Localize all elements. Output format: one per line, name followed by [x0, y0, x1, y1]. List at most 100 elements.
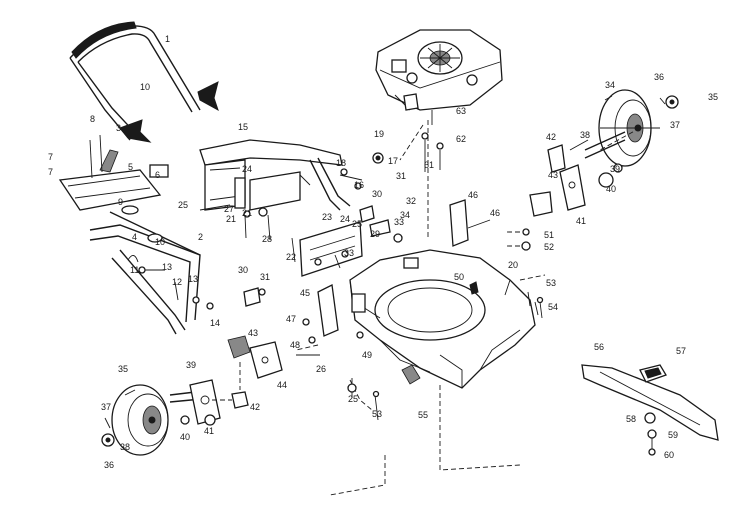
callout-35: 35 [118, 364, 128, 374]
callout-53: 53 [372, 409, 382, 419]
callout-23: 23 [322, 212, 332, 222]
callout-3: 3 [116, 123, 121, 133]
callout-8: 8 [90, 114, 95, 124]
callout-36: 36 [654, 72, 664, 82]
callout-16: 16 [354, 180, 364, 190]
nut-bolt-group [339, 152, 384, 190]
callout-54: 54 [548, 302, 558, 312]
callout-40: 40 [180, 432, 190, 442]
callout-32: 32 [406, 196, 416, 206]
engine-bolts [421, 132, 444, 172]
callout-53: 53 [546, 278, 556, 288]
right-bolts [449, 199, 531, 251]
callout-28: 28 [262, 234, 272, 244]
callout-37: 37 [101, 402, 111, 412]
bolt-53-top [536, 296, 544, 319]
callout-25: 25 [178, 200, 188, 210]
callout-27: 27 [224, 204, 234, 214]
callout-19: 19 [374, 129, 384, 139]
callout-52: 52 [544, 242, 554, 252]
callout-30: 30 [372, 189, 382, 199]
callout-10: 10 [155, 237, 165, 247]
callout-30: 30 [238, 265, 248, 275]
callout-45: 45 [300, 288, 310, 298]
adjuster-plate [291, 205, 403, 277]
deck-hardware [296, 284, 366, 356]
callout-61: 61 [424, 160, 434, 170]
callout-10: 10 [140, 82, 150, 92]
left-mid-hardware [243, 287, 266, 307]
wheel-lower-left [111, 384, 169, 456]
callout-21: 21 [226, 214, 236, 224]
callout-55: 55 [418, 410, 428, 420]
engine [375, 29, 503, 125]
callout-56: 56 [594, 342, 604, 352]
callout-18: 18 [336, 158, 346, 168]
wheel-lower-hardware [101, 379, 221, 447]
callout-60: 60 [664, 450, 674, 460]
callout-41: 41 [576, 216, 586, 226]
mower-deck [349, 249, 536, 389]
callout-49: 49 [362, 350, 372, 360]
handle-knob-3a [197, 81, 219, 112]
callout-37: 37 [670, 120, 680, 130]
callout-15: 15 [238, 122, 248, 132]
callout-46: 46 [468, 190, 478, 200]
wheel-upper-hardware [584, 95, 679, 188]
callout-7: 7 [48, 152, 53, 162]
callout-38: 38 [580, 130, 590, 140]
callout-59: 59 [668, 430, 678, 440]
cutting-blade [581, 364, 719, 456]
callout-42: 42 [250, 402, 260, 412]
callout-29: 29 [370, 229, 380, 239]
callout-2: 2 [198, 232, 203, 242]
callout-57: 57 [676, 346, 686, 356]
callout-12: 12 [172, 277, 182, 287]
callout-43: 43 [548, 170, 558, 180]
wheel-upper-right [598, 89, 660, 167]
callout-47: 47 [286, 314, 296, 324]
bag-bracket [58, 134, 169, 211]
callout-51: 51 [544, 230, 554, 240]
callout-62: 62 [456, 134, 466, 144]
callout-31: 31 [260, 272, 270, 282]
callout-63: 63 [456, 106, 466, 116]
handle-hardware [127, 255, 214, 310]
callout-26: 26 [316, 364, 326, 374]
callout-1: 1 [165, 34, 170, 44]
callout-34: 34 [400, 210, 410, 220]
callout-31: 31 [396, 171, 406, 181]
callout-21: 21 [242, 208, 252, 218]
handle-knob-3b [119, 119, 152, 143]
callout-38: 38 [120, 442, 130, 452]
callout-22: 22 [286, 252, 296, 262]
callout-11: 11 [130, 265, 139, 275]
callout-34: 34 [605, 80, 615, 90]
callout-44: 44 [277, 380, 287, 390]
callout-33: 33 [394, 217, 404, 227]
callout-14: 14 [210, 318, 220, 328]
callout-43: 43 [248, 328, 258, 338]
callout-36: 36 [104, 460, 114, 470]
callout-39: 39 [186, 360, 196, 370]
callout-41: 41 [204, 426, 214, 436]
callout-35: 35 [708, 92, 718, 102]
adjuster-right [529, 139, 589, 217]
callout-58: 58 [626, 414, 636, 424]
callout-24: 24 [242, 164, 252, 174]
callout-17: 17 [388, 156, 398, 166]
callout-39: 39 [610, 164, 620, 174]
callout-13: 13 [188, 274, 198, 284]
lower-handle [89, 205, 201, 335]
callout-46: 46 [490, 208, 500, 218]
callout-50: 50 [454, 272, 464, 282]
callout-48: 48 [290, 340, 300, 350]
callout-9: 9 [118, 197, 123, 207]
deck-bolts [347, 291, 539, 421]
callout-33: 33 [344, 248, 354, 258]
callout-labels: 1233456778910101112131314151617181920212… [48, 34, 718, 470]
callout-3: 3 [212, 82, 217, 92]
callout-13: 13 [162, 262, 172, 272]
rear-baffle-assembly [199, 139, 351, 241]
